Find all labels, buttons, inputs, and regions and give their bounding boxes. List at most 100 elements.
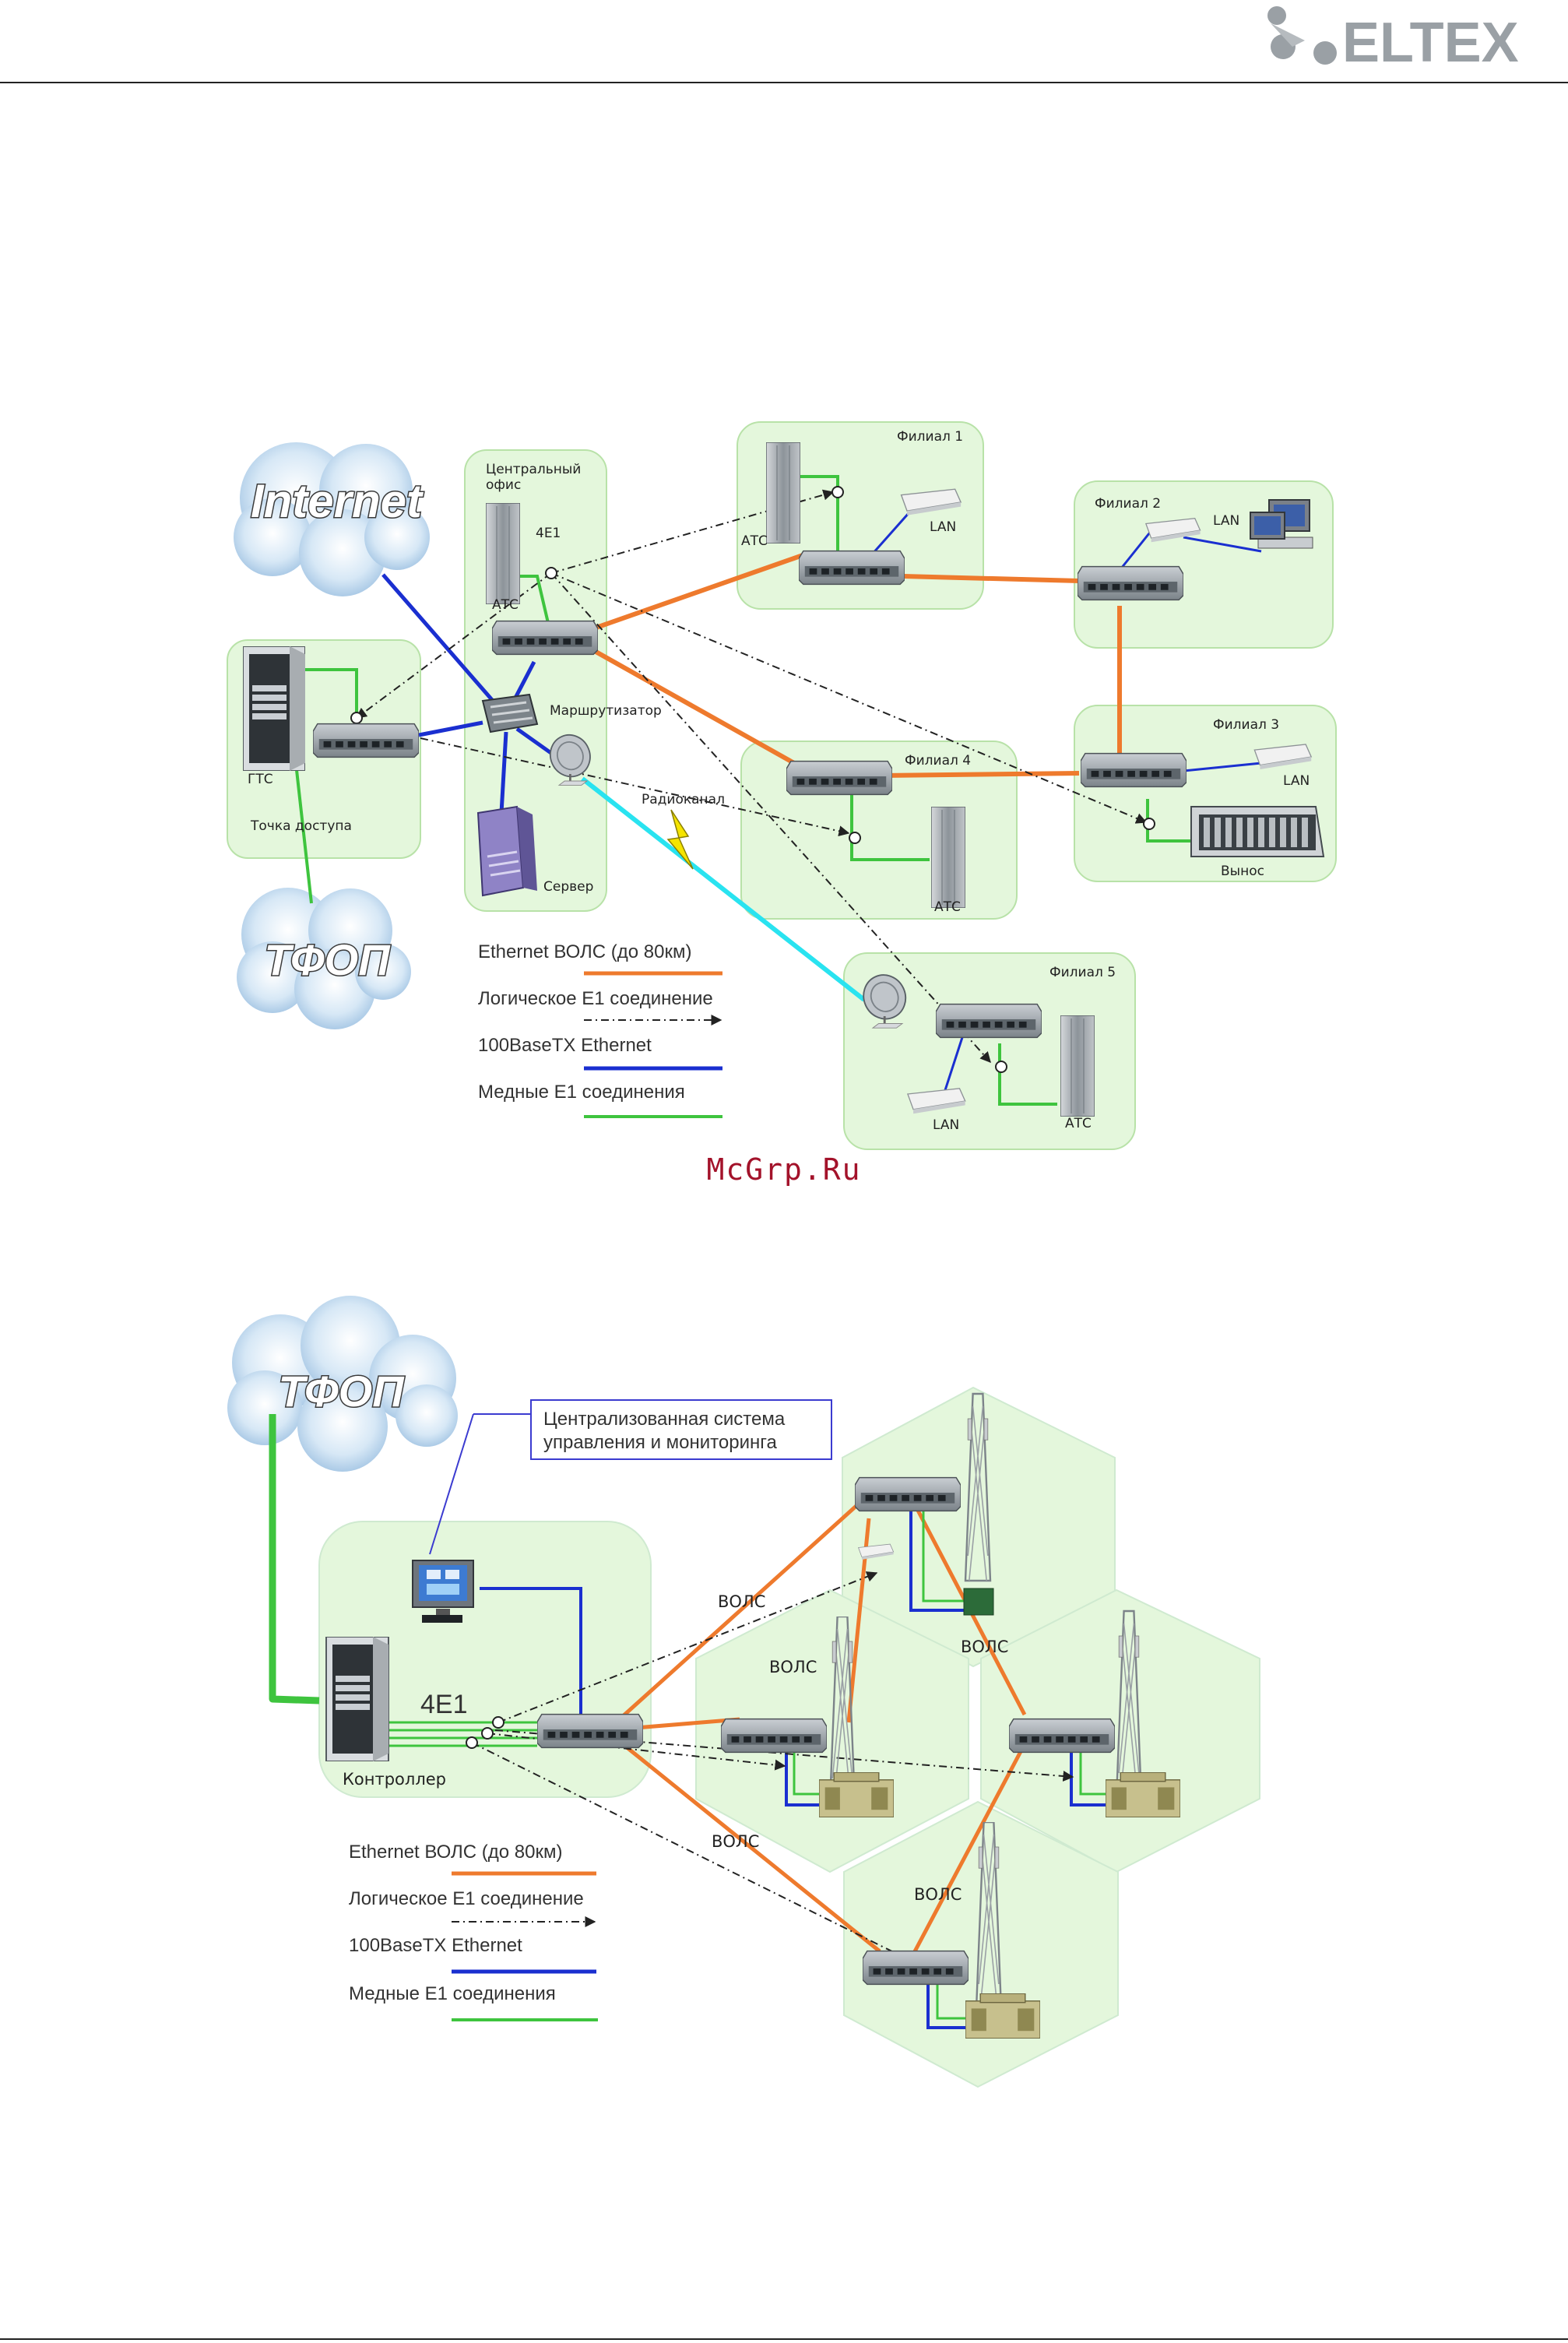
copper-cell4: [936, 1976, 965, 2020]
eth-branch2-lan2: [1183, 536, 1262, 553]
logical-access-branch4: [420, 737, 850, 837]
logical-2-cell3: [494, 1729, 1074, 1782]
eth-router-switch: [512, 660, 536, 702]
fiber-label-4: ВОЛС: [712, 1832, 759, 1851]
fiber-branch1-branch2: [902, 574, 1080, 583]
legend2-copper-label: Медные E1 соединения: [349, 1983, 556, 2004]
junction-central: [545, 567, 557, 579]
e1-junctions-2: [466, 1716, 505, 1749]
cell3-switch-icon: [1009, 1718, 1115, 1754]
fiber-label-3: ВОЛС: [961, 1638, 1008, 1656]
fiber-2-f: [912, 1743, 1027, 1954]
eth-cell3: [1070, 1738, 1106, 1807]
branch3-switch-icon: [1081, 752, 1187, 788]
eth-router-server: [499, 731, 508, 814]
cloud-pstn-label: ТФОП: [264, 935, 391, 984]
copper-branch4-atc: [850, 794, 930, 861]
legend2-logical-label: Логическое E1 соединение: [349, 1888, 584, 1909]
branch1-switch-icon: [799, 550, 905, 586]
access-point-title: Точка доступа: [250, 818, 352, 834]
legend1-logical-label: Логическое E1 соединение: [478, 988, 713, 1009]
gts-label: ГТС: [248, 772, 273, 787]
branch5-atc-icon: [1060, 1015, 1095, 1117]
eltex-logo-icon: [1267, 6, 1337, 65]
header: ELTEX: [0, 6, 1568, 83]
monitor-icon: [412, 1560, 474, 1623]
logical-links-2: [471, 1571, 1074, 1969]
copper-cell1: [922, 1507, 981, 1602]
fiber-2-a: [606, 1503, 860, 1732]
branch1-lan-label: LAN: [930, 519, 956, 535]
copper-links-2: [388, 1507, 1106, 2020]
branch2-switch-icon: [1078, 565, 1183, 601]
cloud-pstn-2-label: ТФОП: [278, 1367, 405, 1416]
header-logo-text: ELTEX: [1342, 12, 1519, 74]
cloud-internet: Internet: [234, 442, 430, 596]
branch2-pc-icon: [1250, 499, 1313, 549]
branch1-atc-icon: [766, 442, 800, 544]
branch4-switch-icon: [786, 760, 892, 796]
server-label: Сервер: [543, 879, 593, 895]
copper-branch1-atc: [797, 475, 839, 553]
legend-2: Ethernet ВОЛС (до 80км) Логическое E1 со…: [349, 1842, 598, 2021]
fiber-branch4-branch3: [879, 771, 1080, 778]
copper-cell3: [1079, 1738, 1106, 1796]
legend1-ethernet-label: 100BaseTX Ethernet: [478, 1035, 652, 1056]
callout-leader: [429, 1413, 474, 1555]
copper-pstn-controller: [269, 1414, 320, 1704]
fiber-central-branch1: [591, 552, 806, 631]
branch5-title: Филиал 5: [1049, 965, 1116, 980]
gts-rack-icon: [243, 646, 305, 771]
legend2-fiber-label: Ethernet ВОЛС (до 80км): [349, 1842, 562, 1863]
junction-2-b: [481, 1727, 494, 1740]
eth-cell4: [926, 1976, 965, 2029]
copper-cell2: [793, 1738, 825, 1796]
legend2-ethernet-label: 100BaseTX Ethernet: [349, 1935, 522, 1956]
branch3-lan-label: LAN: [1283, 773, 1310, 789]
legend-1: Ethernet ВОЛС (до 80км) Логическое E1 со…: [478, 941, 722, 1118]
callout-line-1: Централизованная система: [543, 1409, 786, 1430]
hex-cell-3: [980, 1588, 1260, 1873]
radio-label: Радиоканал: [642, 792, 725, 807]
central-office-title-2: офис: [486, 477, 521, 493]
fiber-label-2: ВОЛС: [769, 1658, 817, 1676]
logical-2-cell4: [471, 1742, 928, 1969]
junction-2-c: [466, 1736, 478, 1749]
cell2-switch-icon: [721, 1718, 827, 1754]
diagram-2: ТФОП Централизованная система управления…: [227, 1296, 1260, 2088]
watermark-text: McGrp.Ru: [706, 1152, 862, 1187]
eth-monitor-switch: [480, 1587, 582, 1721]
central-office-title-1: Центральный: [486, 462, 581, 477]
fiber-links: [590, 552, 1122, 778]
eth-branch5-lan: [944, 1027, 967, 1091]
hex-cell-4: [843, 1800, 1119, 2088]
diagram-1: Internet ТФОП: [227, 421, 1337, 1150]
fiber-label-1: ВОЛС: [718, 1592, 765, 1611]
e1-junctions: [350, 486, 1155, 1073]
eth-internet-router: [381, 573, 500, 709]
copper-central-atc: [514, 575, 550, 624]
central-e1-label: 4E1: [536, 526, 561, 541]
junction-branch3: [1143, 818, 1155, 830]
branch5-lan-label: LAN: [933, 1117, 959, 1133]
central-switch-icon: [492, 620, 598, 656]
legend1-fiber-label: Ethernet ВОЛС (до 80км): [478, 941, 691, 962]
branch2-title: Филиал 2: [1095, 496, 1161, 512]
radio-link: [581, 776, 866, 1002]
branch4-title: Филиал 4: [905, 753, 971, 769]
controller-switch-icon: [537, 1713, 643, 1749]
branch3-remote-label: Вынос: [1221, 864, 1264, 879]
logical-central-branch5: [550, 572, 991, 1064]
junction-branch1: [831, 486, 844, 498]
branch1-atc-label: АТС: [741, 533, 768, 549]
branch4-atc-icon: [931, 807, 965, 908]
cell1-switch-icon: [855, 1476, 961, 1512]
eth-access-router: [418, 720, 483, 737]
callout-line-2: управления и мониторинга: [543, 1432, 777, 1453]
eth-branch2-lan1: [1120, 529, 1154, 569]
cloud-pstn-2: ТФОП: [227, 1296, 458, 1472]
eth-branch3-lan: [1183, 762, 1262, 772]
cloud-internet-label: Internet: [251, 475, 424, 527]
access-switch-icon: [313, 723, 419, 758]
